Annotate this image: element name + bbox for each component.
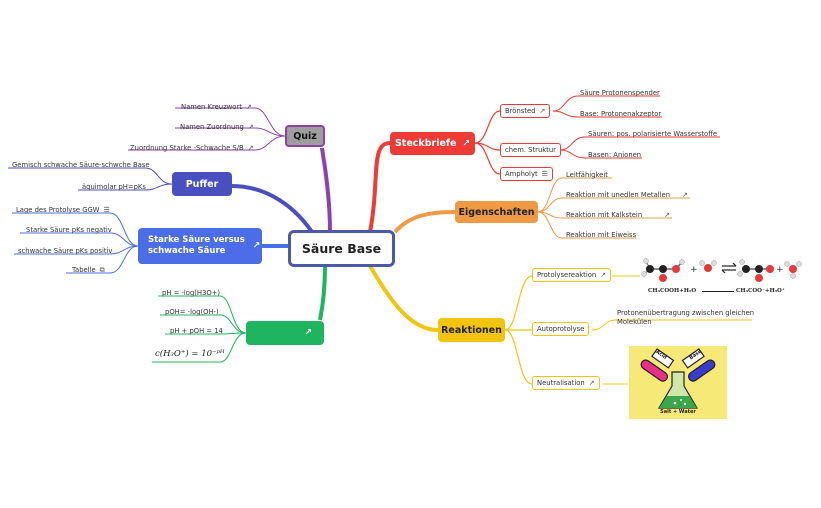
external-link-icon[interactable]: ↗	[252, 241, 261, 251]
eigenschaften-item-leitfaehigkeit: Leitfähigkeit	[566, 171, 608, 179]
external-link-icon[interactable]: ↗	[462, 138, 471, 149]
quiz-item-zuordnung[interactable]: Namen Zuordnung↗	[180, 123, 254, 131]
salt-water-caption: Salt + Water	[660, 409, 696, 415]
eigenschaften-item-eiweiss: Reaktion mit Eiweiss	[566, 231, 637, 239]
eigenschaften-item-metalle[interactable]: Reaktion mit unedlen Metallen↗	[566, 191, 688, 199]
acid-test-tube-icon	[640, 348, 675, 382]
topic-quiz[interactable]: Quiz	[285, 125, 325, 147]
flask-illustration	[640, 348, 716, 409]
topic-quiz-label: Quiz	[293, 130, 317, 142]
external-link-icon[interactable]: ↗	[247, 123, 254, 131]
flask-icon	[657, 371, 699, 409]
topic-starke-schwache[interactable]: Starke Säure versus schwache Säure ↗	[138, 228, 262, 264]
external-link-icon[interactable]: ↗	[600, 271, 607, 279]
ph-item-poh: pOH= -log(OH-)	[165, 308, 219, 316]
ph-item-sum: pH + pOH = 14	[170, 327, 223, 335]
topic-reaktionen[interactable]: Reaktionen	[438, 318, 505, 342]
molecule-diagram: + +	[641, 258, 802, 282]
topic-eigenschaften[interactable]: Eigenschaften	[455, 201, 538, 223]
svg-text:+: +	[776, 265, 784, 275]
topic-steckbriefe-label: Steckbriefe	[394, 138, 457, 149]
puffer-item-gemisch: Gemisch schwache Säure-schwche Base	[12, 161, 150, 169]
equation-left: CH₃COOH+H₂O	[648, 288, 697, 294]
quiz-item-starke-schwache[interactable]: Zuordnung Starke -Schwache S/B↗	[130, 144, 254, 152]
equation-right: CH₃COO⁻+H₃O⁺	[736, 288, 785, 294]
quiz-item-kreuzwort[interactable]: Namen Kreuzwort↗	[181, 103, 252, 111]
bronsted-item-base: Base: Protonenakzeptor	[580, 110, 662, 118]
external-link-icon[interactable]: ↗	[664, 211, 671, 219]
external-link-icon[interactable]: ↗	[682, 191, 688, 199]
starke-item-tabelle[interactable]: Tabelle⧉	[72, 266, 105, 274]
water-molecule	[699, 260, 717, 272]
starke-item-pks-positiv: schwache Säure pKs positiv	[18, 247, 113, 255]
subtopic-ampholyt[interactable]: Ampholyt☰	[500, 167, 553, 181]
base-test-tube-icon	[681, 348, 716, 382]
topic-puffer-label: Puffer	[185, 178, 219, 190]
starke-item-lage[interactable]: Lage des Protolyse GGW☰	[16, 206, 110, 214]
topic-steckbriefe[interactable]: Steckbriefe ↗	[390, 132, 475, 155]
topic-puffer[interactable]: Puffer	[172, 172, 232, 196]
topic-reaktionen-label: Reaktionen	[441, 324, 502, 336]
topic-ph[interactable]: ↗	[246, 321, 324, 345]
protolyse-reaction-image: + + CH₃COOH+H₂O CH₃C	[640, 256, 810, 298]
eigenschaften-item-kalkstein[interactable]: Reaktion mit Kalkstein↗	[566, 211, 671, 219]
equilibrium-arrows-icon	[721, 262, 737, 274]
attachment-icon[interactable]: ⧉	[99, 266, 105, 274]
notes-icon[interactable]: ☰	[103, 206, 110, 214]
acetic-acid-molecule	[641, 258, 685, 282]
struktur-item-basen: Basen: Anionen	[588, 151, 642, 159]
ph-item-formula: c(H₃O⁺) = 10⁻ᵖᴴ	[155, 349, 225, 359]
puffer-item-aequimolar: äquimolar pH=pKs	[82, 183, 146, 191]
svg-text:+: +	[690, 265, 698, 275]
external-link-icon[interactable]: ↗	[539, 107, 546, 115]
autoprotolyse-note: Protonenübertragung zwischen gleichen Mo…	[617, 309, 755, 326]
central-topic[interactable]: Säure Base	[288, 230, 395, 267]
neutralisation-image: Acid Base Salt + Water	[629, 346, 727, 419]
struktur-item-saeuren: Säuren: pos. polarisierte Wasserstoffe	[588, 130, 718, 138]
notes-icon[interactable]: ☰	[541, 170, 548, 178]
hydronium-molecule	[784, 261, 802, 279]
topic-starke-label-2: schwache Säure	[148, 246, 226, 256]
subtopic-neutralisation[interactable]: Neutralisation↗	[532, 376, 600, 390]
acetate-molecule	[737, 259, 774, 282]
topic-starke-label-1: Starke Säure versus	[148, 235, 245, 245]
subtopic-chem-struktur[interactable]: chem. Struktur	[500, 143, 561, 157]
central-topic-label: Säure Base	[301, 241, 382, 256]
topic-eigenschaften-label: Eigenschaften	[458, 206, 535, 218]
external-link-icon[interactable]: ↗	[247, 144, 254, 152]
subtopic-autoprotolyse[interactable]: Autoprotolyse	[532, 322, 590, 336]
external-link-icon[interactable]: ↗	[588, 379, 595, 387]
subtopic-bronsted[interactable]: Brönsted↗	[500, 104, 551, 118]
bronsted-item-saeure: Säure Protonenspender	[580, 89, 660, 97]
ph-item-ph: pH = -log(H3O+)	[162, 289, 221, 297]
subtopic-protolysereaktion[interactable]: Protolysereaktion↗	[532, 268, 612, 282]
external-link-icon[interactable]: ↗	[304, 328, 312, 338]
starke-item-pks-negativ: Starke Säure pKs negativ	[26, 226, 112, 234]
external-link-icon[interactable]: ↗	[245, 103, 252, 111]
equation-arrow	[702, 291, 734, 292]
